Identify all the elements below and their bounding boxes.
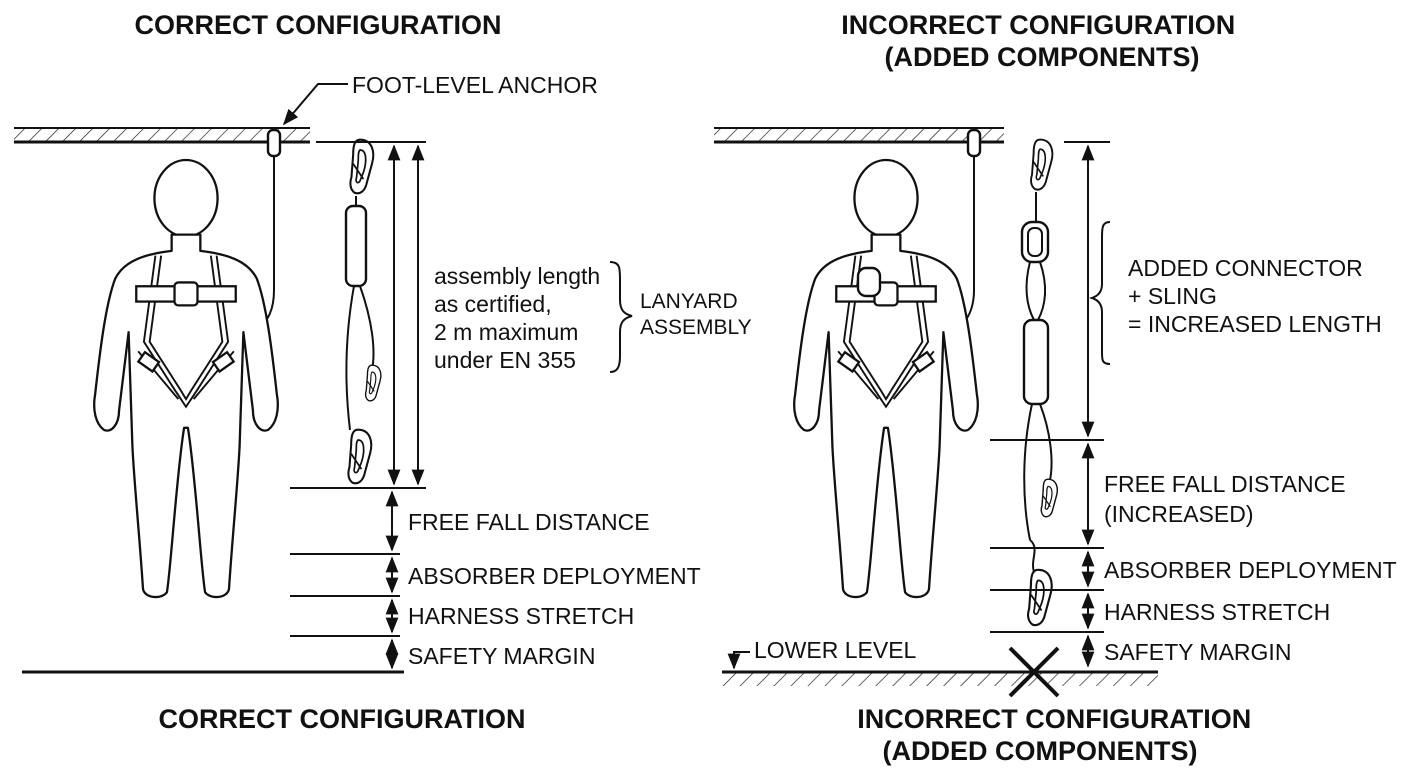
right-distance-stack: [990, 141, 1110, 668]
right-lower-level-ground: [722, 670, 1158, 686]
assembly-brace: [609, 261, 633, 373]
left-harness-label: HARNESS STRETCH: [408, 603, 634, 629]
right-free-fall-label: FREE FALL DISTANCE (INCREASED): [1104, 471, 1352, 527]
lanyard-assembly-label: LANYARD ASSEMBLY: [640, 290, 752, 339]
added-brace: [1088, 221, 1111, 365]
right-absorber-label: ABSORBER DEPLOYMENT: [1104, 557, 1397, 583]
anchor-leader: [282, 83, 348, 126]
right-title-top: INCORRECT CONFIGURATION (ADDED COMPONENT…: [841, 10, 1243, 72]
left-distance-stack: [290, 490, 400, 670]
left-ceiling: [14, 127, 310, 144]
right-margin-label: SAFETY MARGIN: [1104, 639, 1291, 665]
right-added-connector-on-harness: [856, 266, 882, 298]
left-absorber-label: ABSORBER DEPLOYMENT: [408, 563, 701, 589]
lower-level-leader: [727, 651, 750, 670]
left-worker-figure: [92, 158, 280, 599]
left-assembly-dimension: [290, 141, 426, 489]
lower-level-label: LOWER LEVEL: [754, 637, 917, 663]
left-title-top: CORRECT CONFIGURATION: [135, 10, 502, 40]
right-title-bottom: INCORRECT CONFIGURATION (ADDED COMPONENT…: [857, 704, 1259, 766]
left-free-fall-label: FREE FALL DISTANCE: [408, 509, 650, 535]
right-ceiling: [714, 127, 1004, 144]
left-title-bottom: CORRECT CONFIGURATION: [159, 704, 526, 734]
left-lanyard-assembly: [344, 138, 382, 485]
left-margin-label: SAFETY MARGIN: [408, 643, 595, 669]
anchor-label: FOOT-LEVEL ANCHOR: [352, 72, 598, 98]
assembly-note: assembly length as certified, 2 m maximu…: [434, 263, 607, 373]
right-worker-figure: [792, 158, 980, 599]
right-lanyard-assembly: [1020, 138, 1059, 627]
right-harness-label: HARNESS STRETCH: [1104, 599, 1330, 625]
impact-x-mark: [1008, 646, 1060, 698]
added-components-note: ADDED CONNECTOR + SLING = INCREASED LENG…: [1128, 255, 1382, 337]
